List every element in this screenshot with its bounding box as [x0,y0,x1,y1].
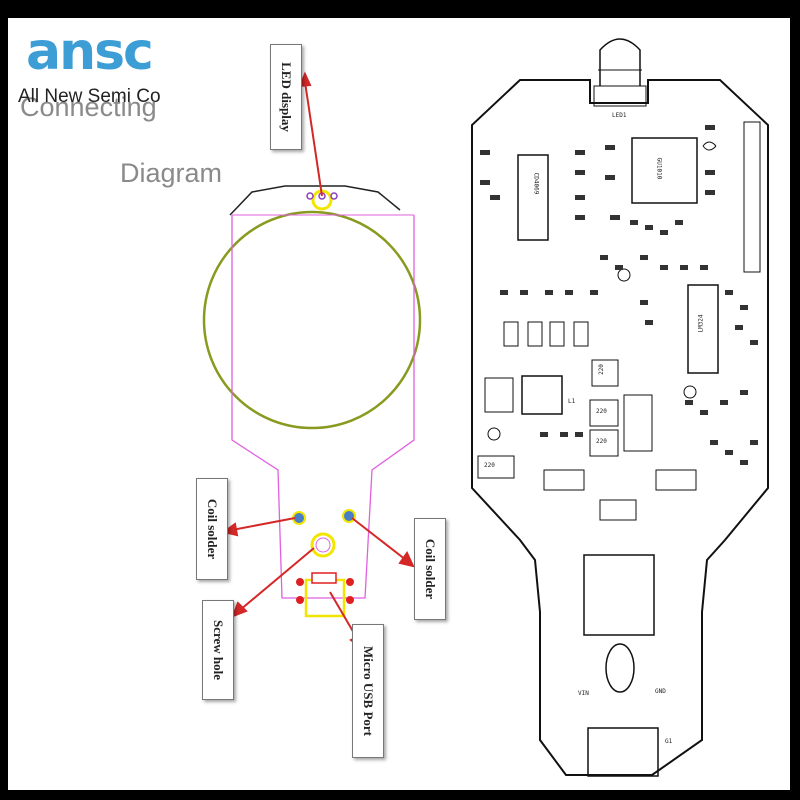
company-name: All New Semi Co [18,86,161,107]
callout-coil-solder-right-label: Coil solder [423,538,438,600]
board-outline [231,215,415,599]
diagram-title-line2: Diagram [120,158,223,188]
callout-micro-usb-port: Micro USB Port [352,624,384,758]
callout-coil-solder-left: Coil solder [196,478,228,580]
callout-screw-hole: Screw hole [202,600,234,700]
callout-coil-solder-left-label: Coil solder [205,498,220,560]
pcb-silkscreen [471,38,769,777]
company-logo: ansc [26,22,154,82]
led-pad-3 [330,192,338,200]
callout-screw-hole-label: Screw hole [211,619,226,681]
pcb-usb-footprint [583,554,655,636]
left-board-outline [202,185,422,618]
chip-lm324 [687,284,719,374]
pcb-smd-parts [480,125,758,465]
callout-led-display-label: LED display [279,62,295,132]
callout-coil-solder-right: Coil solder [414,518,446,620]
chip-gu1010 [631,137,698,204]
pcb-board-outline [471,79,769,776]
pcb-screw-hole [605,643,635,693]
coil-circle [202,210,422,430]
page-background [8,18,790,790]
callout-arrows [221,71,415,651]
chip-cd4069 [517,154,549,241]
callout-micro-usb-port-label: Micro USB Port [361,645,376,737]
callout-led-display: LED display [270,44,302,150]
led-pad-1 [306,192,314,200]
led1-body [599,38,641,86]
diagram-title-line1: Connecting [20,92,157,122]
